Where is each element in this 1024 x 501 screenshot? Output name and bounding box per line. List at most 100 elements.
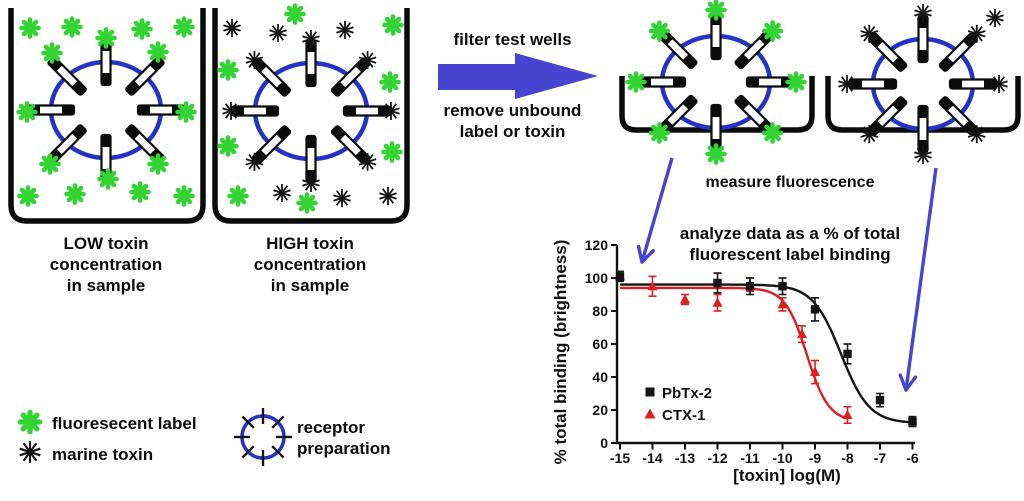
fluorescent-label-icon <box>147 41 169 63</box>
x-tick-label: -12 <box>707 450 727 466</box>
receptor-filtered-toxin <box>848 14 998 154</box>
data-point <box>647 280 658 291</box>
fluorescent-label-icon <box>95 27 117 49</box>
legend-label: CTX-1 <box>662 407 705 424</box>
marine-toxin-icon <box>19 441 41 463</box>
y-tick-label: 60 <box>592 336 608 352</box>
x-tick-label: -8 <box>841 450 854 466</box>
receptor-spoke <box>848 78 898 90</box>
data-point <box>908 417 917 426</box>
marine-toxin-icon <box>914 4 932 22</box>
data-point <box>712 297 723 307</box>
fluorescent-label-icon <box>761 122 784 144</box>
marine-toxin-icon <box>990 75 1008 93</box>
key-marine-toxin-label: marine toxin <box>52 445 154 464</box>
x-tick-label: -11 <box>740 450 760 466</box>
fluorescent-label-icon <box>382 14 404 36</box>
receptor-spoke <box>271 445 285 459</box>
marine-toxin-icon <box>333 189 351 207</box>
marine-toxin-icon <box>379 187 397 205</box>
data-point <box>778 282 787 291</box>
fluorescent-label-icon <box>227 185 249 207</box>
fluorescent-label-icon <box>147 153 169 175</box>
fluorescent-label-icon <box>39 153 61 175</box>
receptor-preparation-icon <box>234 408 292 466</box>
y-tick-label: 100 <box>585 270 609 286</box>
fluorescent-label-icon <box>284 3 306 25</box>
pointer-arrow-low <box>636 157 674 264</box>
x-tick-label: -9 <box>809 450 822 466</box>
fluorescent-label-icon <box>64 183 86 205</box>
fluorescent-label-icon <box>379 71 401 93</box>
marine-toxin-icon <box>222 102 240 120</box>
data-point <box>797 328 807 339</box>
x-tick-label: -14 <box>642 450 662 466</box>
fluorescent-label-icon <box>381 141 403 163</box>
low-toxin-well-label: LOW toxin concentration in sample <box>49 234 163 295</box>
legend-marker <box>645 387 655 397</box>
marine-toxin-icon <box>245 51 264 70</box>
receptor-spoke <box>241 415 255 429</box>
data-point <box>842 409 853 419</box>
fluorescent-label-icon <box>625 71 647 93</box>
fluorescent-label-icon <box>17 409 43 435</box>
y-tick-label: 80 <box>592 303 608 319</box>
high-toxin-well-label: HIGH toxin concentration in sample <box>253 234 367 295</box>
marine-toxin-icon <box>838 75 856 93</box>
marine-toxin-icon <box>223 19 241 37</box>
fluorescent-label-icon <box>648 20 671 42</box>
key-receptor-label: receptor preparation <box>297 418 391 458</box>
high-toxin-well <box>212 8 410 224</box>
fluorescent-label-icon <box>129 181 151 203</box>
fluorescent-label-icon <box>217 135 239 157</box>
receptor-spoke <box>917 104 929 154</box>
y-tick-label: 40 <box>592 369 608 385</box>
remove-step-label: remove unbound label or toxin <box>443 101 582 141</box>
key-fluorescent-label: fluoresecent label <box>52 414 197 433</box>
fluorescent-label-icon <box>648 122 671 144</box>
filter-step-label: filter test wells <box>453 30 572 49</box>
fluorescent-label-icon <box>217 59 239 81</box>
fluorescent-label-icon <box>41 42 63 64</box>
data-point <box>810 366 820 377</box>
fluorescent-label-icon <box>175 101 197 123</box>
data-point <box>777 298 788 309</box>
receptor-spoke <box>342 105 392 117</box>
series-ctx-1 <box>615 270 853 425</box>
fluorescent-label-icon <box>705 0 727 21</box>
receptor-spoke <box>241 445 255 459</box>
y-tick-label: 120 <box>585 237 609 253</box>
fluorescent-label-icon <box>19 17 41 39</box>
data-point <box>810 305 820 314</box>
measure-fluorescence-label: measure fluorescence <box>705 174 875 191</box>
receptor-spoke <box>125 56 165 96</box>
fluorescent-label-icon <box>173 16 195 38</box>
fluorescent-label-icon <box>296 192 318 214</box>
x-tick-label: -7 <box>874 450 887 466</box>
marine-toxin-icon <box>860 24 879 43</box>
marine-toxin-icon <box>986 9 1004 27</box>
y-tick-label: 20 <box>592 402 608 418</box>
marine-toxin-icon <box>302 174 320 192</box>
y-tick-label: 0 <box>600 435 608 451</box>
fluorescent-label-icon <box>705 143 727 165</box>
x-tick-label: -13 <box>675 450 695 466</box>
data-point <box>615 272 625 281</box>
marine-toxin-icon <box>382 102 400 120</box>
legend-marker <box>644 408 656 419</box>
data-point <box>713 278 722 288</box>
data-point <box>875 395 885 405</box>
marine-toxin-icon <box>358 152 377 171</box>
fluorescent-label-icon <box>173 185 195 207</box>
data-point <box>745 282 755 291</box>
fluorescent-label-icon <box>131 18 153 40</box>
fit-curve-pbtx-2 <box>620 283 913 424</box>
binding-chart: 020406080100120-15-14-13-12-11-10-9-8-7-… <box>551 237 919 485</box>
receptor-spoke <box>948 78 998 90</box>
receptor-spoke <box>938 32 979 72</box>
marine-toxin-icon <box>860 125 879 144</box>
marine-toxin-icon <box>336 21 354 39</box>
pointer-arrow-high <box>898 167 938 392</box>
